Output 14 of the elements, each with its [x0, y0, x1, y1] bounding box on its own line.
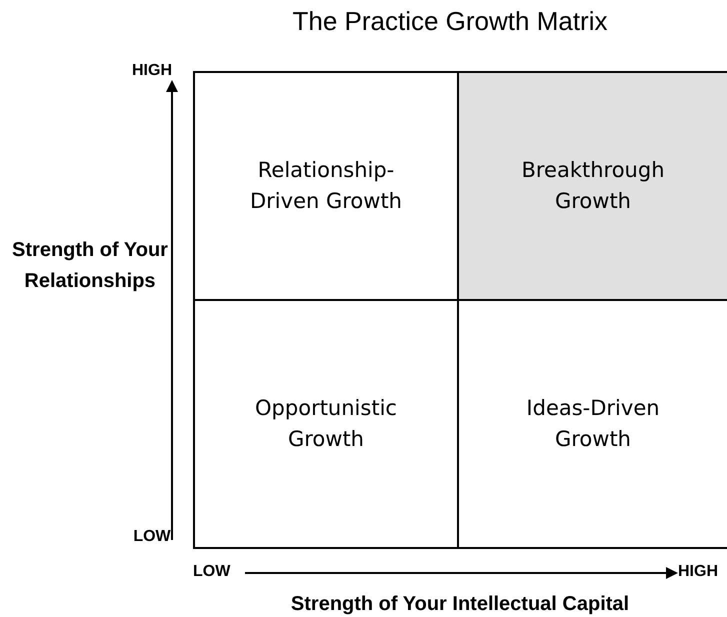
- quadrant-label: Opportunistic Growth: [254, 395, 398, 453]
- diagram-title: The Practice Growth Matrix: [292, 6, 608, 37]
- quadrant-box: [193, 71, 459, 301]
- quadrant-label: Ideas-Driven Growth: [525, 395, 661, 453]
- axis-title: Strength of Your Relationships: [11, 238, 169, 294]
- quadrant-box: [193, 299, 459, 549]
- quadrant-label: Relationship-Driven Growth: [249, 157, 403, 215]
- quadrant-label: Breakthrough Growth: [520, 157, 666, 215]
- axis-value: LOW: [132, 528, 172, 546]
- axis-value: HIGH: [678, 563, 719, 581]
- axis-title: Strength of Your Intellectual Capital: [290, 593, 630, 616]
- quadrant-box: [457, 71, 727, 301]
- axis-value: HIGH: [131, 62, 173, 80]
- axis-value: LOW: [193, 563, 232, 581]
